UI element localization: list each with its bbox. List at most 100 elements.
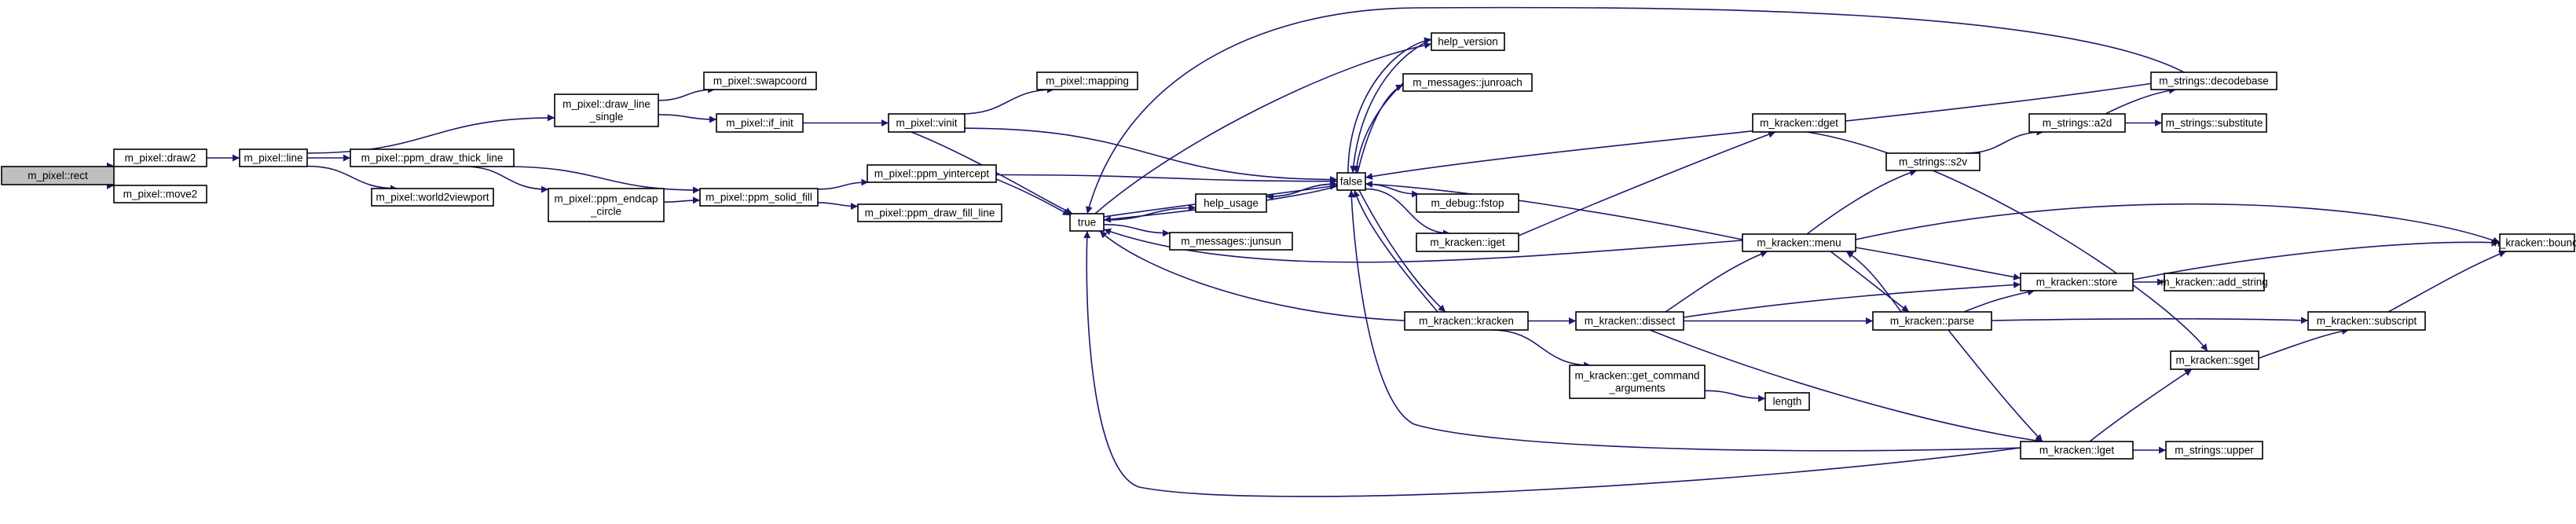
- node-kracken[interactable]: m_kracken::kracken: [1404, 311, 1529, 331]
- edge-vinit-to-true: [911, 131, 1073, 214]
- edge-ppm_yintercept-to-false: [995, 174, 1338, 185]
- node-ppm-draw-thick-line[interactable]: m_pixel::ppm_draw_thick_line: [350, 148, 515, 167]
- edge-ppm_yintercept-to-true: [995, 178, 1071, 216]
- node-ppm-endcap-circle[interactable]: m_pixel::ppm_endcap_circle: [548, 188, 665, 222]
- node-label: m_pixel::vinit: [896, 117, 957, 129]
- node-label: m_pixel::rect: [27, 170, 88, 181]
- node-dget[interactable]: m_kracken::dget: [1752, 113, 1846, 133]
- node-lget[interactable]: m_kracken::lget: [2020, 441, 2134, 460]
- node-box: [703, 71, 817, 90]
- node-draw-line-single[interactable]: m_pixel::draw_line_single: [554, 93, 659, 127]
- node-menu[interactable]: m_kracken::menu: [1742, 233, 1856, 252]
- node-label: m_pixel::draw2: [125, 152, 196, 164]
- node-iget[interactable]: m_kracken::iget: [1416, 233, 1519, 252]
- edge-menu-to-false: [1365, 180, 1743, 240]
- node-label: m_kracken::menu: [1757, 237, 1841, 249]
- node-upper[interactable]: m_strings::upper: [2165, 441, 2263, 460]
- edge-line-to-world2viewport: [306, 165, 398, 192]
- node-box: [2028, 113, 2126, 133]
- node-label: m_kracken::store: [2036, 277, 2118, 288]
- node-if-init[interactable]: m_pixel::if_init: [716, 113, 804, 133]
- node-box: [2307, 311, 2426, 331]
- edge-junroach-to-false: [1353, 82, 1404, 174]
- node-rect[interactable]: m_pixel::rect: [1, 166, 115, 185]
- edge-subscript-to-bounce: [2387, 251, 2507, 313]
- node-box: [2150, 71, 2277, 90]
- node-help-usage[interactable]: help_usage: [1195, 193, 1267, 213]
- node-dissect[interactable]: m_kracken::dissect: [1575, 311, 1684, 331]
- node-bounce[interactable]: m_kracken::bounce: [2491, 233, 2576, 252]
- node-label: m_strings::substitute: [2166, 117, 2263, 129]
- edge-dget-to-sget: [1806, 131, 2208, 352]
- node-false[interactable]: false: [1336, 172, 1366, 191]
- edge-ppm_endcap_circle-to-ppm_solid_fill: [663, 196, 701, 204]
- node-label: m_pixel::ppm_solid_fill: [705, 192, 812, 203]
- node-box: [2170, 350, 2259, 370]
- edge-layer: [106, 6, 2507, 497]
- edge-ppm_solid_fill-to-ppm_draw_fill_line: [817, 202, 859, 211]
- edge-ppm_solid_fill-to-ppm_yintercept: [817, 178, 869, 190]
- node-add-string[interactable]: m_kracken::add_string: [2160, 273, 2268, 291]
- node-label: m_strings::a2d: [2043, 117, 2112, 129]
- node-label: m_pixel::mapping: [1046, 75, 1129, 87]
- node-box: [2161, 113, 2267, 133]
- edge-kracken-to-get_command_arguments: [1491, 329, 1592, 369]
- node-fstop[interactable]: m_debug::fstop: [1416, 193, 1519, 213]
- node-vinit[interactable]: m_pixel::vinit: [888, 113, 966, 133]
- edge-parse-to-lget: [1948, 329, 2043, 442]
- edge-vinit-to-false: [964, 127, 1338, 183]
- node-junroach[interactable]: m_messages::junroach: [1402, 73, 1533, 92]
- edge-draw_line_single-to-swapcoord: [658, 86, 716, 101]
- node-decodebase[interactable]: m_strings::decodebase: [2150, 71, 2277, 90]
- node-label: m_pixel::ppm_draw_thick_line: [361, 152, 504, 164]
- node-label: m_pixel::ppm_yintercept: [874, 168, 990, 180]
- edge-help_version-to-false: [1350, 38, 1432, 174]
- node-world2viewport[interactable]: m_pixel::world2viewport: [371, 188, 494, 207]
- node-move2[interactable]: m_pixel::move2: [113, 185, 207, 203]
- node-box: [2020, 273, 2134, 291]
- node-draw2[interactable]: m_pixel::draw2: [113, 148, 207, 167]
- node-s2v[interactable]: m_strings::s2v: [1885, 152, 1981, 171]
- edge-dissect-to-menu: [1665, 251, 1768, 313]
- node-junsun[interactable]: m_messages::junsun: [1169, 232, 1293, 251]
- node-length[interactable]: length: [1764, 392, 1810, 411]
- node-swapcoord[interactable]: m_pixel::swapcoord: [703, 71, 817, 90]
- edge-false-to-junroach: [1357, 84, 1404, 174]
- node-a2d[interactable]: m_strings::a2d: [2028, 113, 2126, 133]
- node-label: _single: [589, 111, 624, 123]
- node-parse[interactable]: m_kracken::parse: [1872, 311, 1992, 331]
- node-label: m_kracken::parse: [1890, 315, 1974, 327]
- node-ppm-solid-fill[interactable]: m_pixel::ppm_solid_fill: [699, 188, 819, 207]
- node-true[interactable]: true: [1069, 213, 1105, 232]
- node-box: [1404, 311, 1529, 331]
- node-box: [113, 185, 207, 203]
- node-store[interactable]: m_kracken::store: [2020, 273, 2134, 291]
- node-label: m_strings::upper: [2175, 445, 2254, 456]
- edge-false-to-kracken: [1358, 189, 1446, 313]
- node-label: m_kracken::sget: [2175, 354, 2253, 366]
- edge-kracken-to-true: [1099, 230, 1405, 321]
- node-box: [2020, 441, 2134, 460]
- node-sget[interactable]: m_kracken::sget: [2170, 350, 2259, 370]
- node-box: [1416, 193, 1519, 213]
- node-ppm-draw-fill-line[interactable]: m_pixel::ppm_draw_fill_line: [857, 203, 1002, 222]
- edge-parse-to-subscript: [1991, 317, 2309, 324]
- node-label: m_kracken::kracken: [1419, 315, 1514, 327]
- node-box: [1575, 311, 1684, 331]
- node-help-version[interactable]: help_version: [1431, 32, 1505, 51]
- node-label: true: [1078, 217, 1096, 229]
- node-label: m_kracken::dissect: [1585, 315, 1676, 327]
- node-line[interactable]: m_pixel::line: [239, 148, 308, 167]
- node-label: m_pixel::if_init: [726, 117, 793, 129]
- node-ppm-yintercept[interactable]: m_pixel::ppm_yintercept: [867, 164, 997, 183]
- node-substitute[interactable]: m_strings::substitute: [2161, 113, 2267, 133]
- node-label: m_pixel::move2: [123, 189, 198, 200]
- edge-true-to-junsun: [1103, 224, 1171, 237]
- node-label: help_usage: [1204, 197, 1259, 209]
- node-mapping[interactable]: m_pixel::mapping: [1036, 71, 1138, 90]
- edge-false-to-help_usage: [1266, 183, 1338, 200]
- node-subscript[interactable]: m_kracken::subscript: [2307, 311, 2426, 331]
- node-get-command-arguments[interactable]: m_kracken::get_command_arguments: [1569, 365, 1706, 399]
- node-box: [1036, 71, 1138, 90]
- node-label: m_kracken::bounce: [2491, 237, 2576, 249]
